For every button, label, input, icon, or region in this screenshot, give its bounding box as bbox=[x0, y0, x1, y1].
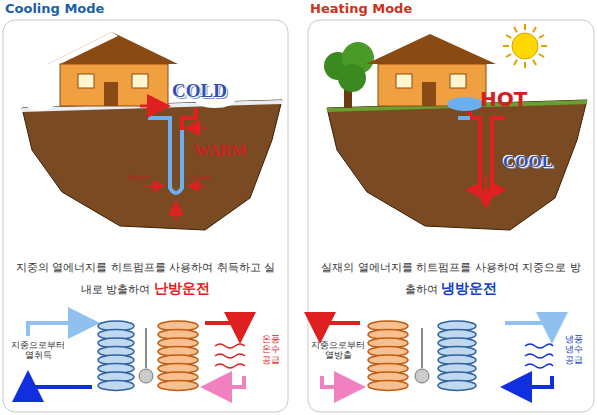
supply-label: 온풍 온수 공급 bbox=[262, 334, 284, 365]
supply-label: 냉풍 냉수 공급 bbox=[565, 334, 587, 365]
description: 지중의 열에너지를 히트펌프를 사용하여 취득하고 실내로 방출하여 난방운전 bbox=[13, 258, 278, 300]
mode-name: 난방운전 bbox=[154, 280, 210, 296]
mode-name: 냉방운전 bbox=[441, 280, 497, 296]
cold-scene bbox=[22, 32, 282, 230]
heat-pump-cycle bbox=[28, 321, 245, 391]
cycle-note: 지중으로부터 열취득 bbox=[6, 340, 70, 361]
panel-title: Heating Mode bbox=[310, 1, 412, 16]
temp-word: HOT bbox=[480, 88, 527, 111]
small-label: Warm bbox=[128, 174, 148, 182]
description-text: 지중의 열에너지를 히트펌프를 사용하여 취득하고 실내로 방출하여 bbox=[16, 261, 275, 296]
description: 실재의 열에너지를 히트펌프를 사용하여 지중으로 방출하여 냉방운전 bbox=[318, 258, 584, 300]
heat-pump-cycle bbox=[320, 321, 553, 391]
small-label: Warm bbox=[190, 174, 210, 182]
panel-frame bbox=[3, 20, 288, 412]
hot-scene bbox=[324, 24, 587, 230]
temp-word: WARM bbox=[194, 142, 246, 160]
panel-title: Cooling Mode bbox=[5, 1, 104, 16]
cycle-note: 지중으로부터 열방출 bbox=[306, 340, 370, 361]
temp-word: COOL bbox=[503, 152, 553, 172]
temp-word: COLD bbox=[172, 80, 227, 102]
